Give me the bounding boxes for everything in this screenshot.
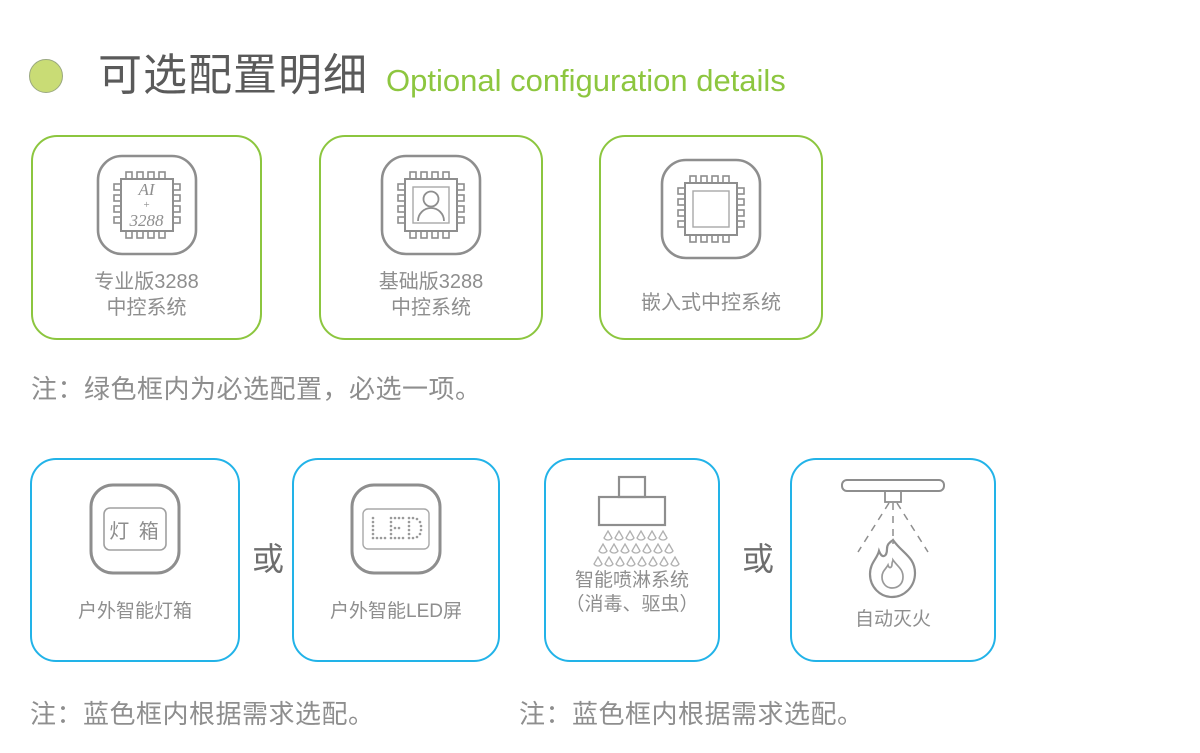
or-separator-1: 或 xyxy=(252,541,285,577)
card-label: 嵌入式中控系统 xyxy=(641,292,781,314)
page-header: 可选配置明细 Optional configuration details xyxy=(0,44,786,108)
card-sprinkler-system[interactable]: 智能喷淋系统 （消毒、驱虫） xyxy=(544,458,720,662)
card-label: 户外智能灯箱 xyxy=(77,601,192,622)
card-label: 自动灭火 xyxy=(854,609,931,630)
chip-ai-3288-icon: AI + 3288 xyxy=(95,153,199,257)
sprinkler-spray-icon xyxy=(572,474,692,567)
card-led-screen[interactable]: 户外智能LED屏 xyxy=(292,458,500,662)
card-label: 智能喷淋系统 （消毒、驱虫） xyxy=(565,570,699,616)
card-light-box[interactable]: 灯 箱 户外智能灯箱 xyxy=(30,458,240,662)
light-box-icon: 灯 箱 xyxy=(88,482,182,576)
card-fire-suppression[interactable]: 自动灭火 xyxy=(790,458,996,662)
page-subtitle: Optional configuration details xyxy=(386,62,786,98)
note-optional-config-2: 注：蓝色框内根据需求选配。 xyxy=(519,699,864,729)
card-basic-3288[interactable]: 基础版3288 中控系统 xyxy=(319,135,543,340)
note-required-config: 注：绿色框内为必选配置，必选一项。 xyxy=(31,374,482,404)
chip-person-icon xyxy=(379,153,483,257)
card-embedded[interactable]: 嵌入式中控系统 xyxy=(599,135,823,340)
page-title: 可选配置明细 xyxy=(98,51,368,100)
note-optional-config-1: 注：蓝色框内根据需求选配。 xyxy=(30,699,375,729)
chip-blank-icon xyxy=(659,157,763,261)
fire-suppression-icon xyxy=(823,474,963,604)
card-label: 基础版3288 中控系统 xyxy=(378,271,484,319)
led-screen-icon xyxy=(349,482,443,576)
or-separator-2: 或 xyxy=(742,541,775,577)
card-label: 专业版3288 中控系统 xyxy=(94,271,199,319)
card-pro-3288[interactable]: AI + 3288 专业版3288 中控系统 xyxy=(31,135,262,340)
green-circle-bullet-icon xyxy=(29,59,63,93)
card-label: 户外智能LED屏 xyxy=(330,601,462,622)
